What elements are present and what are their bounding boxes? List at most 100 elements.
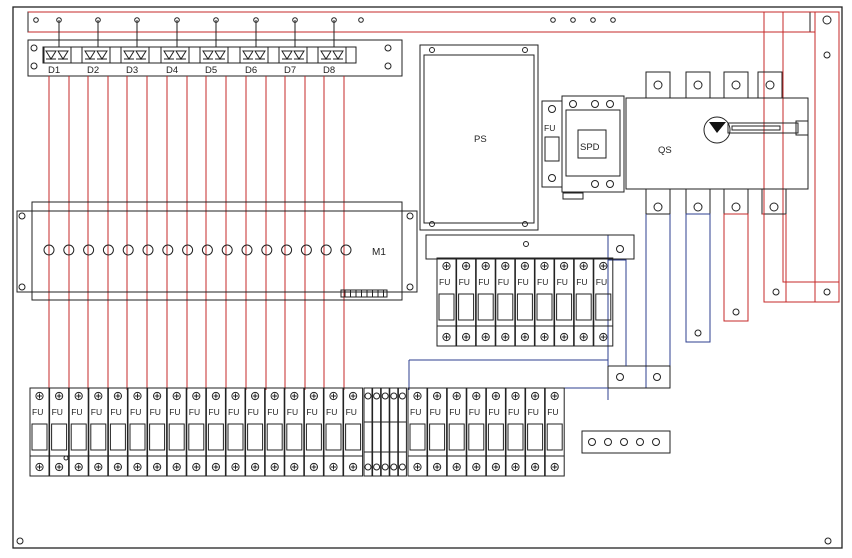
fuse-terminal: FU: [514, 257, 535, 347]
screw-terminal-icon: [520, 332, 530, 342]
fuse-terminal: FU: [303, 387, 324, 477]
diode-icon: [254, 50, 266, 60]
diode-pair: D6: [239, 17, 269, 76]
diode-label: D2: [87, 65, 99, 76]
screw-terminal-icon: [251, 462, 260, 472]
terminal-dot: [253, 17, 259, 23]
connector-hole: [162, 244, 174, 256]
diode-icon: [320, 50, 332, 60]
screw-terminal-icon: [381, 463, 389, 471]
thin-terminal: [397, 387, 407, 477]
mount-hole-icon: [636, 438, 644, 446]
diode-icon: [123, 50, 135, 60]
fuse-label: FU: [488, 407, 499, 417]
fuse-window-icon: [477, 293, 494, 321]
screw-terminal-icon: [481, 261, 490, 271]
screw-terminal-icon: [540, 261, 549, 271]
screw-terminal-icon: [211, 462, 220, 472]
fuse-terminal: FU: [495, 257, 516, 347]
switch-handle-icon: [703, 116, 731, 144]
screw-terminal-icon: [251, 391, 260, 401]
screw-terminal-icon: [373, 463, 381, 471]
screw-terminal-icon: [309, 391, 318, 401]
screw-terminal-icon: [413, 462, 422, 472]
mount-hole-icon: [33, 17, 39, 23]
ground-bar: [581, 430, 671, 454]
screw-terminal-icon: [113, 462, 123, 472]
fuse-window-icon: [227, 423, 244, 451]
fuse-terminal: FU: [573, 257, 594, 347]
diode-icon: [293, 50, 305, 60]
screw-terminal-icon: [398, 463, 406, 471]
screw-terminal-icon: [55, 391, 64, 401]
fuse-window-icon: [448, 423, 465, 451]
screw-terminal-icon: [113, 391, 123, 401]
fuse-terminal: FU: [593, 257, 614, 347]
screw-terminal-icon: [94, 462, 103, 472]
screw-terminal-icon: [35, 462, 44, 472]
connector-hole: [340, 244, 352, 256]
connector-hole: [221, 244, 233, 256]
screw-terminal-icon: [579, 332, 588, 342]
fuse-terminal: FU: [284, 387, 305, 477]
screw-terminal-icon: [270, 391, 279, 401]
terminal-dot: [95, 17, 101, 23]
fuse-window-icon: [51, 423, 68, 451]
screw-terminal-icon: [491, 391, 500, 401]
connector-hole: [43, 244, 55, 256]
screw-terminal-icon: [599, 261, 608, 271]
fuse-window-icon: [556, 293, 573, 321]
screw-terminal-icon: [309, 462, 318, 472]
fuse-label: FU: [528, 407, 539, 417]
screw-terminal-icon: [560, 261, 569, 271]
fuse-terminal: FU: [485, 387, 506, 477]
fuse-terminal: FU: [407, 387, 428, 477]
fuse-terminal: FU: [225, 387, 246, 477]
connector-hole: [300, 244, 312, 256]
terminal-dot: [56, 17, 62, 23]
fuse-label: FU: [478, 277, 489, 287]
screw-terminal-icon: [452, 391, 461, 401]
fuse-label: FU: [498, 277, 509, 287]
screw-terminal-icon: [550, 391, 559, 401]
connector-hole: [201, 244, 213, 256]
fuse-window-icon: [109, 423, 126, 451]
thin-terminal: [389, 387, 399, 477]
fuse-label: FU: [306, 407, 317, 417]
fuse-window-icon: [149, 423, 166, 451]
mount-hole-icon: [550, 17, 556, 23]
fuse-window-icon: [31, 423, 48, 451]
fuse-label: FU: [189, 407, 200, 417]
fuse-window-icon: [468, 423, 485, 451]
diode-icon: [163, 50, 175, 60]
mount-hole-icon: [590, 17, 596, 23]
fuse-terminal: FU: [343, 387, 364, 477]
main-switch-label: QS: [658, 145, 672, 156]
mount-hole-icon: [604, 438, 612, 446]
fuse-window-icon: [516, 293, 533, 321]
screw-terminal-icon: [462, 332, 471, 342]
fuse-terminal: FU: [88, 387, 109, 477]
screw-terminal-icon: [501, 261, 510, 271]
fuse-window-icon: [458, 293, 475, 321]
screw-terminal-icon: [153, 391, 162, 401]
screw-terminal-icon: [290, 391, 299, 401]
screw-terminal-icon: [606, 180, 614, 188]
screw-terminal-icon: [270, 462, 279, 472]
mount-hole-icon: [588, 438, 596, 446]
fuse-window-icon: [168, 423, 185, 451]
fuse-terminal: FU: [475, 257, 496, 347]
fuse-terminal: FU: [534, 257, 555, 347]
screw-terminal-icon: [55, 462, 64, 472]
screw-terminal-icon: [231, 391, 240, 401]
screw-terminal-icon: [481, 332, 490, 342]
screw-terminal-icon: [398, 392, 406, 400]
diode-pair: D3: [120, 17, 150, 76]
diode-label: D7: [284, 65, 296, 76]
screw-terminal-icon: [74, 462, 83, 472]
enclosure-frame: [12, 6, 843, 549]
fuse-terminal: FU: [107, 387, 128, 477]
fuse-window-icon: [90, 423, 107, 451]
screw-terminal-icon: [153, 462, 162, 472]
diode-pair: D7: [278, 17, 308, 76]
